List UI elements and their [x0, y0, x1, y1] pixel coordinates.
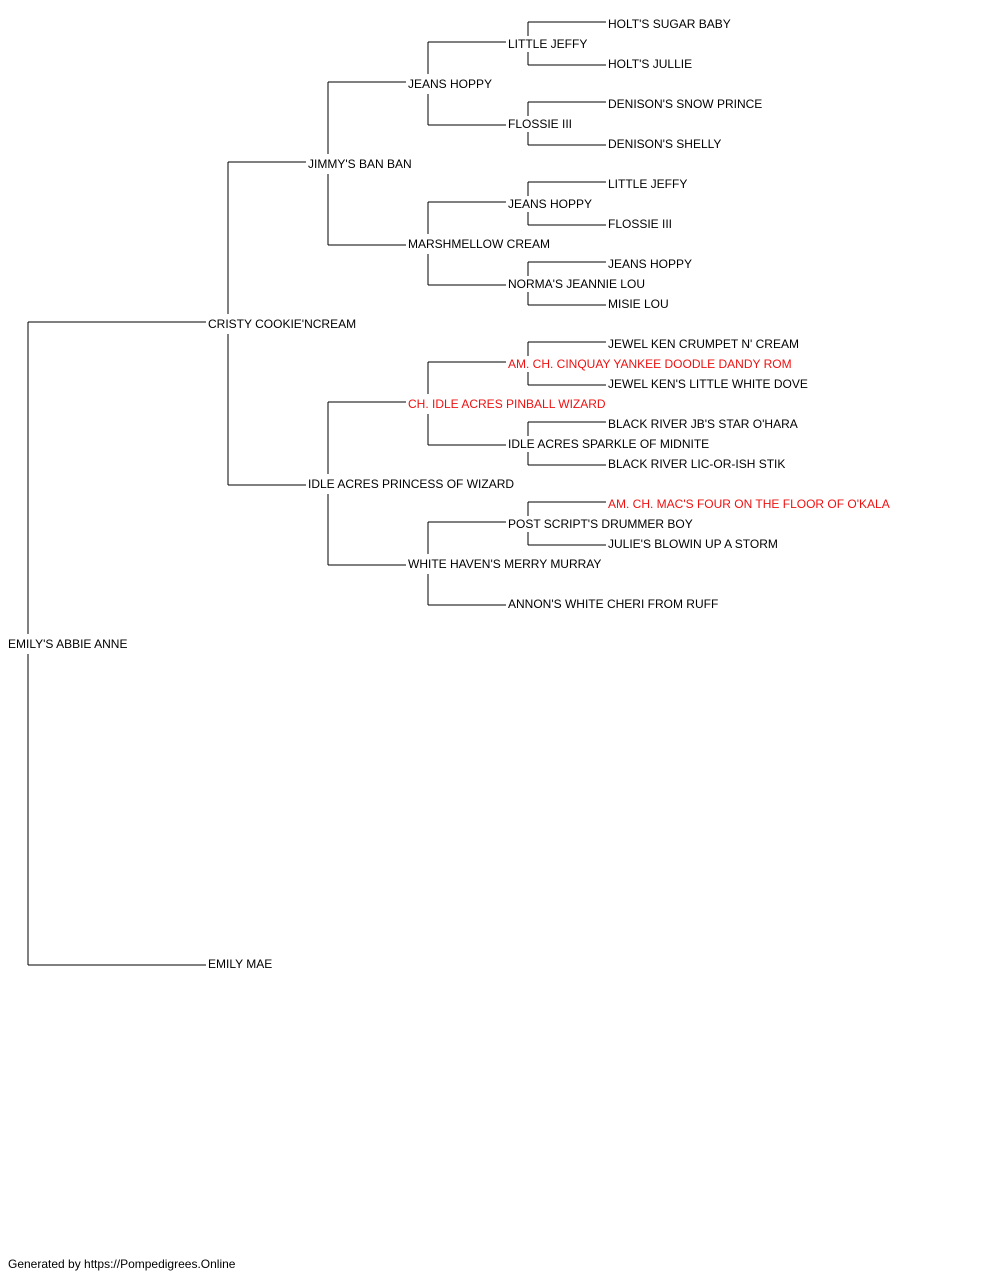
sss-dam-name[interactable]: FLOSSIE III — [508, 117, 573, 131]
sds-dam-name[interactable]: IDLE ACRES SPARKLE OF MIDNITE — [508, 437, 710, 451]
gen6-name-13[interactable]: AM. CH. MAC'S FOUR ON THE FLOOR OF O'KAL… — [608, 497, 890, 511]
ssd-dam-name[interactable]: NORMA'S JEANNIE LOU — [508, 277, 645, 291]
ssd-sire-name[interactable]: JEANS HOPPY — [508, 197, 593, 211]
subject-dog-name[interactable]: EMILY'S ABBIE ANNE — [8, 637, 128, 651]
sire-dam-name[interactable]: IDLE ACRES PRINCESS OF WIZARD — [308, 477, 515, 491]
gen6-name-3[interactable]: DENISON'S SNOW PRINCE — [608, 97, 763, 111]
sd-dam-name[interactable]: WHITE HAVEN'S MERRY MURRAY — [408, 557, 602, 571]
gen6-name-1[interactable]: HOLT'S SUGAR BABY — [608, 17, 731, 31]
gen6-name-12[interactable]: BLACK RIVER LIC-OR-ISH STIK — [608, 457, 786, 471]
sss-sire-name[interactable]: LITTLE JEFFY — [508, 37, 588, 51]
gen6-name-11[interactable]: BLACK RIVER JB'S STAR O'HARA — [608, 417, 798, 431]
dam-name[interactable]: EMILY MAE — [208, 957, 273, 971]
gen6-name-8[interactable]: MISIE LOU — [608, 297, 669, 311]
sire-sire-name[interactable]: JIMMY'S BAN BAN — [308, 157, 412, 171]
gen6-name-6[interactable]: FLOSSIE III — [608, 217, 673, 231]
footer-credit: Generated by https://Pompedigrees.Online — [8, 1257, 236, 1271]
ss-dam-name[interactable]: MARSHMELLOW CREAM — [408, 237, 551, 251]
gen6-name-7[interactable]: JEANS HOPPY — [608, 257, 693, 271]
ss-sire-name[interactable]: JEANS HOPPY — [408, 77, 493, 91]
sd-sire-name[interactable]: CH. IDLE ACRES PINBALL WIZARD — [408, 397, 606, 411]
sds-sire-name[interactable]: AM. CH. CINQUAY YANKEE DOODLE DANDY ROM — [508, 357, 792, 371]
sire-name[interactable]: CRISTY COOKIE'NCREAM — [208, 317, 357, 331]
gen6-name-4[interactable]: DENISON'S SHELLY — [608, 137, 722, 151]
gen6-name-2[interactable]: HOLT'S JULLIE — [608, 57, 693, 71]
sdd-dam-name[interactable]: ANNON'S WHITE CHERI FROM RUFF — [508, 597, 719, 611]
gen6-name-9[interactable]: JEWEL KEN CRUMPET N' CREAM — [608, 337, 799, 351]
gen6-name-10[interactable]: JEWEL KEN'S LITTLE WHITE DOVE — [608, 377, 808, 391]
sdd-sire-name[interactable]: POST SCRIPT'S DRUMMER BOY — [508, 517, 693, 531]
gen6-name-5[interactable]: LITTLE JEFFY — [608, 177, 688, 191]
gen6-name-14[interactable]: JULIE'S BLOWIN UP A STORM — [608, 537, 778, 551]
